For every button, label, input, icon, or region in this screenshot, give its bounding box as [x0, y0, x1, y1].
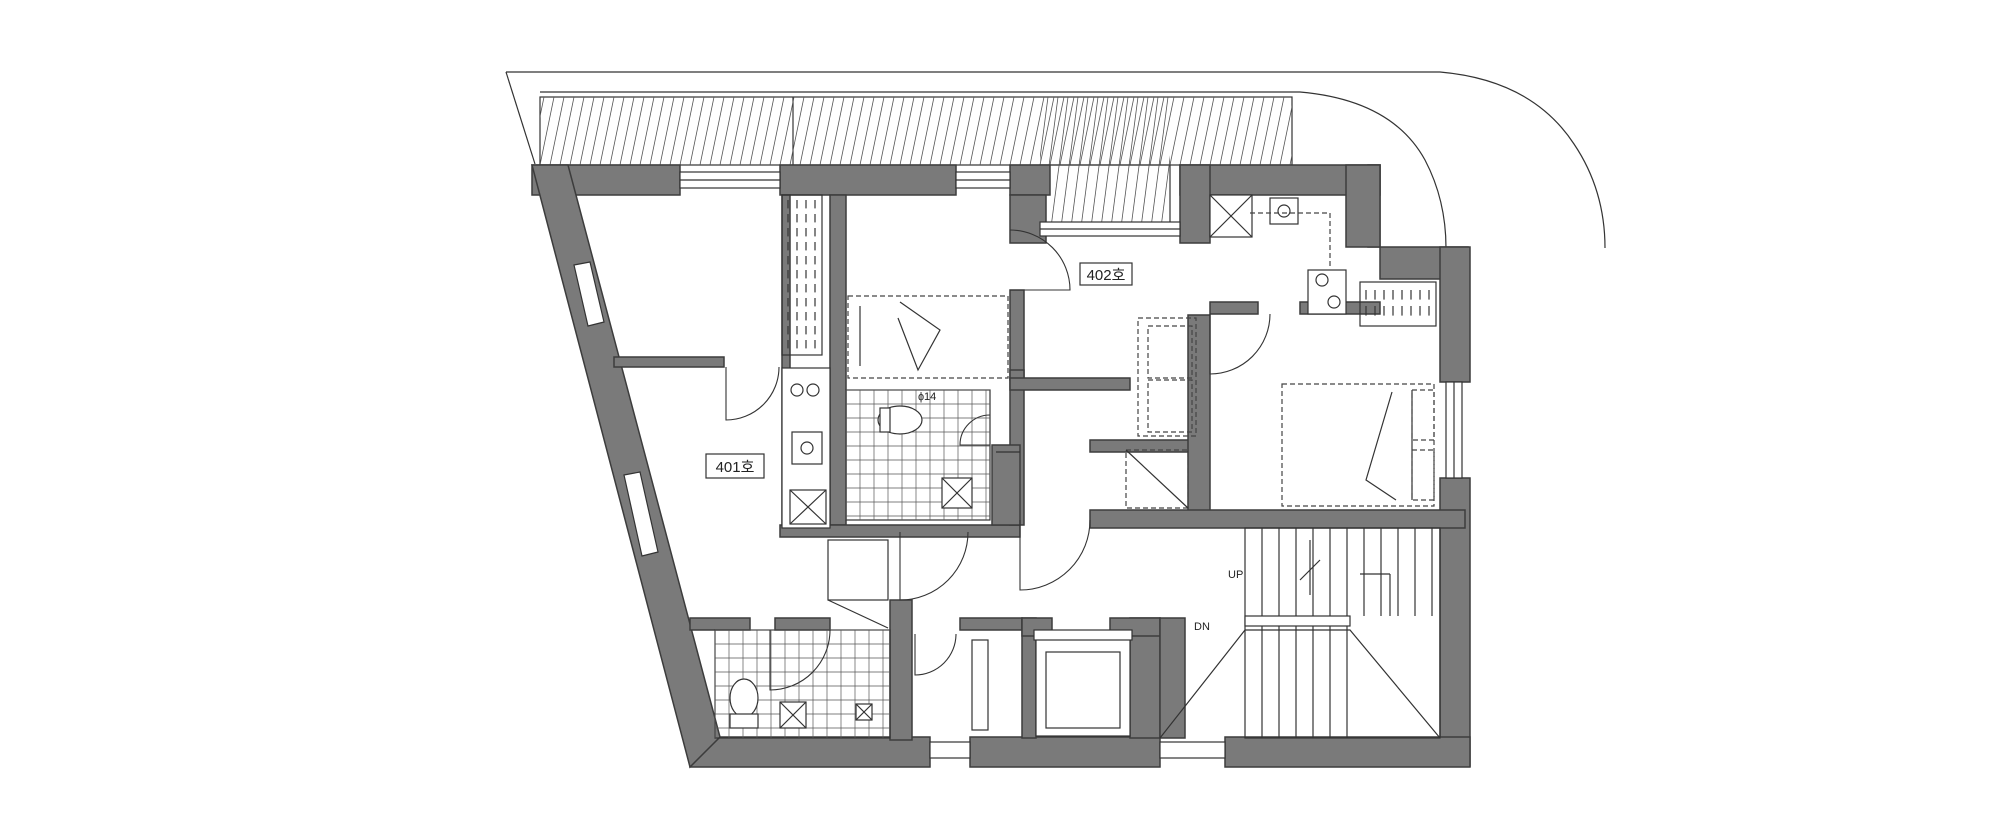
- stair-treads: [1261, 528, 1433, 738]
- building-core: UP DN: [914, 527, 1441, 739]
- balcony-deck-hatch: [540, 97, 1292, 165]
- stair-up-label: UP: [1228, 569, 1243, 581]
- unit-401: 401호: [705, 194, 891, 739]
- balcony: [505, 71, 1606, 249]
- stair-down-label: DN: [1194, 621, 1210, 633]
- svg-text:ɸ14: ɸ14: [918, 391, 936, 403]
- unit-402: ɸ14 402호: [845, 194, 1437, 601]
- unit-402-label: 402호: [1087, 267, 1126, 284]
- unit-401-label: 401호: [716, 459, 755, 476]
- windows: [573, 171, 1463, 759]
- walls: [531, 164, 1471, 769]
- balcony-deck-hatch-2: [1040, 97, 1170, 235]
- wardrobe-401: [787, 200, 816, 349]
- storage-402: [1365, 290, 1430, 316]
